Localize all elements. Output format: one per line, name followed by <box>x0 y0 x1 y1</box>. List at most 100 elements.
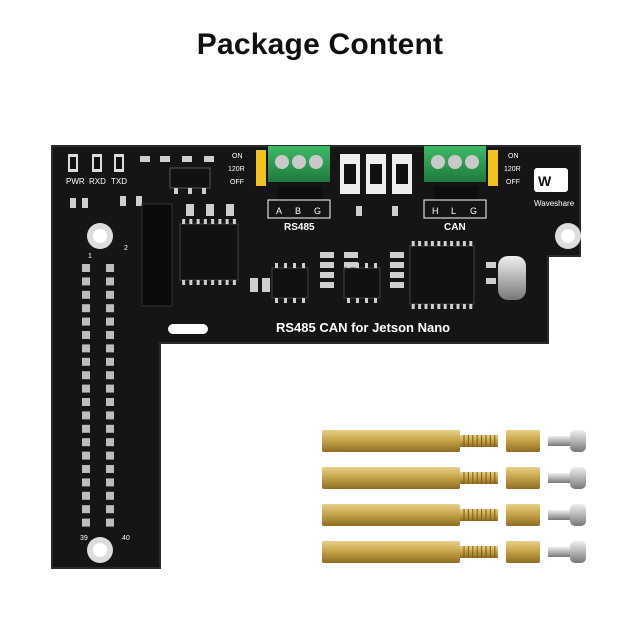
header-pin <box>82 491 90 500</box>
mounting-hole-bottom <box>87 537 113 563</box>
led-label-pwr: PWR <box>66 177 85 186</box>
transceiver-chip-2 <box>271 267 309 299</box>
header-pin <box>82 438 90 447</box>
header-pin <box>82 277 90 286</box>
chip-pin <box>437 304 441 309</box>
chip-pin <box>225 219 229 224</box>
header-pin <box>106 290 114 299</box>
chip-pin <box>374 263 377 268</box>
led-label-txd: TXD <box>111 177 127 186</box>
header-pin <box>106 465 114 473</box>
chip-pin <box>211 280 215 285</box>
header-pin <box>82 357 90 366</box>
chip-pin <box>347 263 350 268</box>
chip-pin <box>418 304 422 309</box>
standoff-body <box>322 541 460 563</box>
chip-pin <box>196 219 200 224</box>
header-pin <box>106 505 114 514</box>
can-terminal-l: L <box>451 206 456 216</box>
regulator-chip <box>169 167 211 194</box>
rs485-terminal-a: A <box>276 206 282 216</box>
chip-pin <box>275 263 278 268</box>
brass-standoffs <box>322 430 498 563</box>
screw-shaft <box>548 510 572 520</box>
standoff-body <box>322 504 460 526</box>
chip-pin <box>293 263 296 268</box>
header-pin <box>106 438 114 447</box>
chip-pin <box>365 298 368 303</box>
gpio-header-40pin <box>82 264 114 527</box>
chip-pin <box>293 298 296 303</box>
chip-pin <box>374 298 377 303</box>
chip-pin <box>203 219 207 224</box>
crystal-oscillator <box>498 256 526 300</box>
connector-socket <box>141 203 173 307</box>
screw-head <box>570 504 586 526</box>
standoff-body <box>322 430 460 452</box>
header-pin <box>106 384 114 393</box>
rs485-label: RS485 <box>284 222 315 233</box>
rs485-terminal-g: G <box>314 206 321 216</box>
pin-label-39: 39 <box>80 535 88 542</box>
header-pin <box>82 304 90 313</box>
jumper-right-120r: 120R <box>504 166 521 173</box>
header-pin <box>82 451 90 460</box>
chip-pin <box>232 219 236 224</box>
chip-pin <box>411 241 415 246</box>
svg-text:W: W <box>538 173 552 189</box>
header-pin <box>82 478 90 487</box>
header-pin <box>82 371 90 380</box>
header-pin <box>82 264 90 272</box>
chip-pin <box>211 219 215 224</box>
chip-pin <box>462 241 466 246</box>
header-pin <box>82 424 90 433</box>
header-pin <box>82 398 90 406</box>
resistor-jumper-left: ON 120R OFF <box>228 150 266 186</box>
header-pin <box>82 317 90 326</box>
brass-nuts <box>506 430 540 563</box>
standoff-thread <box>460 472 498 484</box>
chip-pin <box>356 263 359 268</box>
screw-head <box>570 467 586 489</box>
header-pin <box>82 505 90 514</box>
transceiver-chip-1 <box>179 223 239 281</box>
header-pin <box>106 411 114 420</box>
standoff-body <box>322 467 460 489</box>
chip-pin <box>347 298 350 303</box>
chip-pin <box>418 241 422 246</box>
jumper-left-120r: 120R <box>228 166 245 173</box>
chip-pin <box>182 280 186 285</box>
brass-nut <box>506 467 540 489</box>
pin-label-1: 1 <box>88 253 92 260</box>
can-terminal-g: G <box>470 206 477 216</box>
chip-pin <box>437 241 441 246</box>
chip-pin <box>189 280 193 285</box>
chip-pin <box>430 241 434 246</box>
header-pin <box>82 290 90 299</box>
brass-nut <box>506 430 540 452</box>
chip-pin <box>365 263 368 268</box>
chip-pin <box>456 304 460 309</box>
chip-pin <box>411 304 415 309</box>
chip-pin <box>430 304 434 309</box>
screw-head <box>570 430 586 452</box>
resistor-jumper-right: ON 120R OFF <box>488 150 521 186</box>
chip-pin <box>356 298 359 303</box>
chip-pin <box>462 304 466 309</box>
pin-label-2: 2 <box>124 245 128 252</box>
header-pin <box>106 518 114 527</box>
header-pin <box>82 518 90 527</box>
header-pin <box>106 478 114 487</box>
screw-shaft <box>548 547 572 557</box>
chip-pin <box>232 280 236 285</box>
header-pin <box>106 344 114 353</box>
isolation-chip <box>343 267 381 299</box>
can-terminal-block: H L G CAN <box>423 146 487 233</box>
chip-pin <box>225 280 229 285</box>
status-leds: PWR RXD TXD <box>66 154 127 186</box>
steel-screws <box>548 430 586 563</box>
standoff-thread <box>460 509 498 521</box>
header-pin <box>106 451 114 460</box>
header-pin <box>106 398 114 406</box>
